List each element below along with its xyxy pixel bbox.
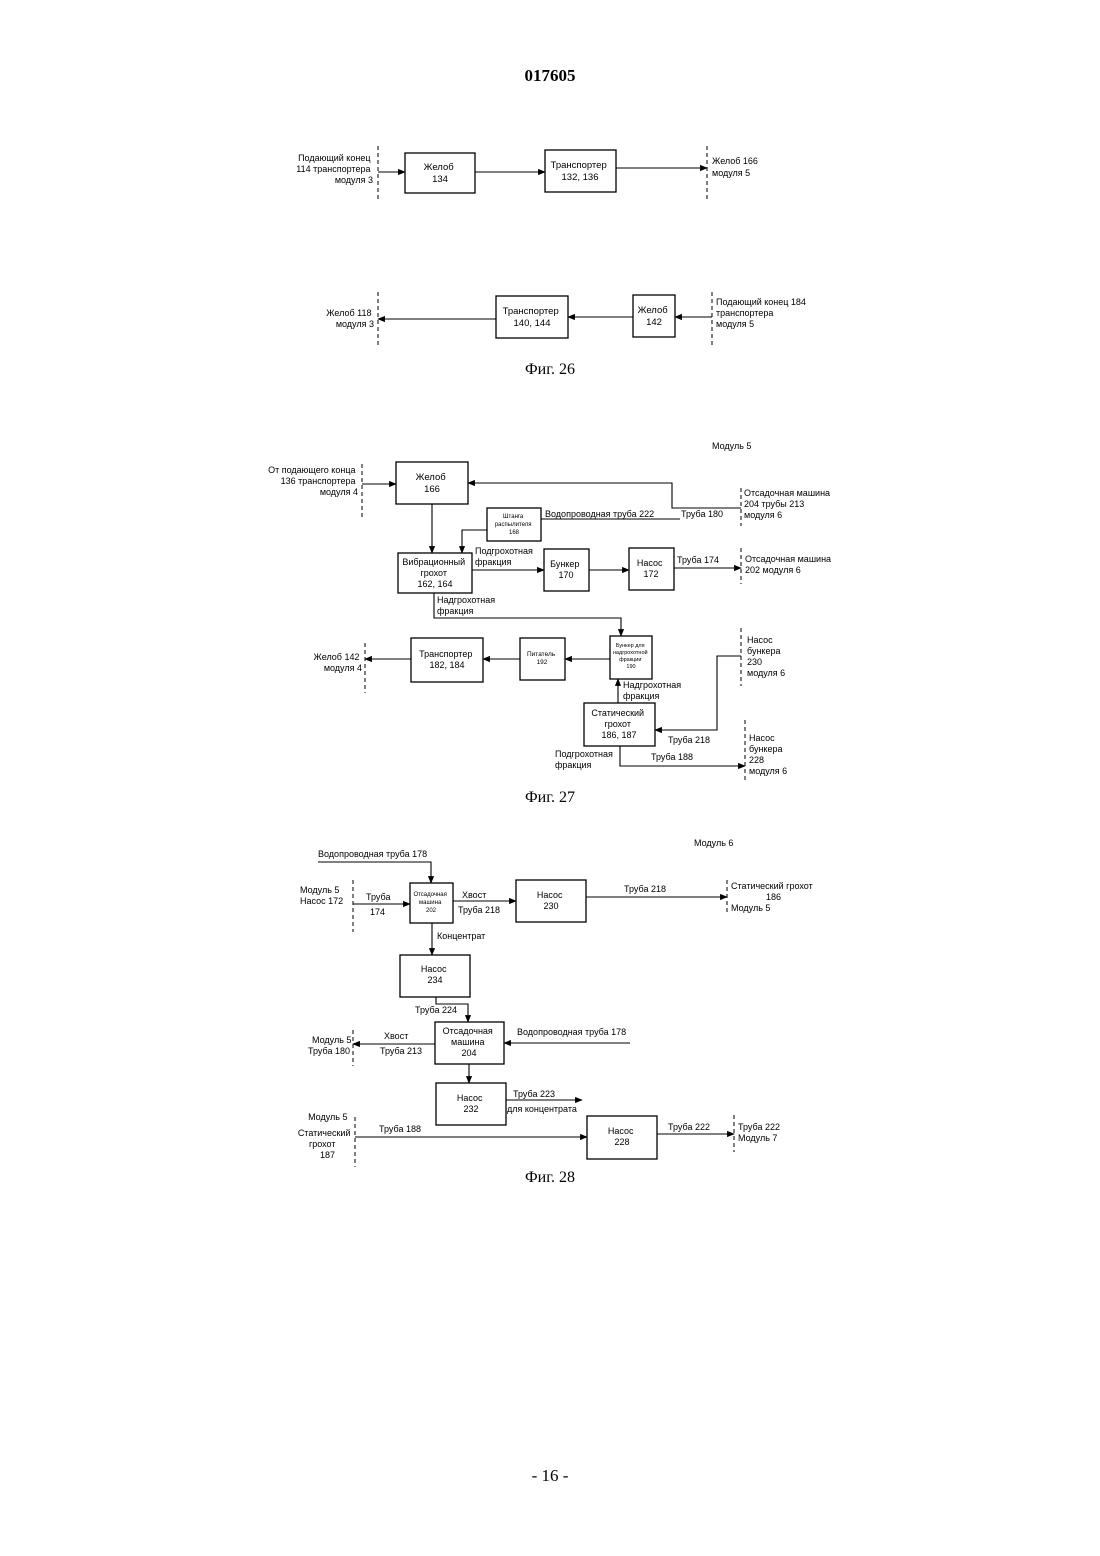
fig26-output-top-label: Желоб 166 модуля 5 [712, 156, 760, 178]
box-conveyor-132 [545, 150, 616, 192]
fig27-input-label: От подающего конца 136 транспортера моду… [268, 465, 358, 497]
fig27-undersize-a-label: Подгрохотная фракция [475, 546, 535, 567]
fig28-pipe-223-label: Труба 223 для концентрата [507, 1089, 577, 1114]
figure-27: Модуль 5 От подающего кон [268, 441, 833, 806]
fig28-module-label: Модуль 6 [694, 838, 733, 848]
fig27-right-228-label: Насос бункера 228 модуля 6 [749, 733, 787, 776]
figure-26: Подающий конец 114 транспортера модуля 3… [296, 146, 808, 378]
fig28-right-top-label: Статический грохот 186 Модуль 5 [731, 881, 815, 913]
box-conveyor-140 [496, 296, 568, 338]
fig26-output-bottom-label: Желоб 118 модуля 3 [326, 308, 374, 329]
fig26-caption: Фиг. 26 [525, 361, 575, 378]
fig28-pipe-188-label: Труба 188 [379, 1124, 421, 1134]
page-number: - 16 - [0, 1466, 1100, 1486]
fig27-right-top-label: Отсадочная машина 204 трубы 213 модуля 6 [744, 488, 833, 520]
fig28-water-top-label: Водопроводная труба 178 [318, 849, 427, 859]
fig28-output-label: Модуль 5 Труба 180 [308, 1035, 354, 1056]
fig27-pipe-180-label: Труба 180 [681, 509, 723, 519]
box-chute-134 [405, 153, 475, 193]
fig27-oversize-a-label: Надгрохотная фракция [437, 595, 498, 616]
fig26-input-top-label: Подающий конец 114 транспортера модуля 3 [296, 153, 373, 185]
fig28-tail-1-label: Хвост Труба 218 [458, 890, 500, 915]
box-chute-166 [396, 462, 468, 504]
fig28-pipe-222-label: Труба 222 [668, 1122, 710, 1132]
fig28-input-1-label: Модуль 5 Насос 172 [300, 885, 343, 906]
fig28-pipe-224-label: Труба 224 [415, 1005, 457, 1015]
fig27-water-pipe-label: Водопроводная труба 222 [545, 509, 654, 519]
fig26-input-bottom-label: Подающий конец 184 транспортера модуля 5 [716, 297, 808, 329]
fig27-output-label: Желоб 142 модуля 4 [314, 652, 362, 673]
fig27-oversize-b-label: Надгрохотная фракция [623, 680, 684, 701]
fig28-right-bottom-label: Труба 222 Модуль 7 [738, 1122, 782, 1143]
fig27-caption: Фиг. 27 [525, 789, 575, 806]
fig28-input-2-label: Модуль 5 Статический грохот 187 [298, 1112, 353, 1160]
fig27-right-230-label: Насос бункера 230 модуля 6 [747, 635, 785, 678]
fig28-concentrate-label: Концентрат [437, 931, 485, 941]
box-chute-142 [633, 295, 675, 337]
fig28-pipe-218-label: Труба 218 [624, 884, 666, 894]
fig28-water-right-label: Водопроводная труба 178 [517, 1027, 626, 1037]
fig27-pipe-174-label: Труба 174 [677, 555, 719, 565]
fig27-pipe-188-label: Труба 188 [651, 752, 693, 762]
fig27-right-mid-label: Отсадочная машина 202 модуля 6 [745, 554, 834, 575]
fig27-undersize-b-label: Подгрохотная фракция [555, 749, 615, 770]
fig28-caption: Фиг. 28 [525, 1169, 575, 1186]
figure-28: Модуль 6 Водопроводная труба 178 Модуль … [298, 838, 815, 1186]
fig27-module-label: Модуль 5 [712, 441, 751, 451]
fig27-pipe-218-label: Труба 218 [668, 735, 710, 745]
